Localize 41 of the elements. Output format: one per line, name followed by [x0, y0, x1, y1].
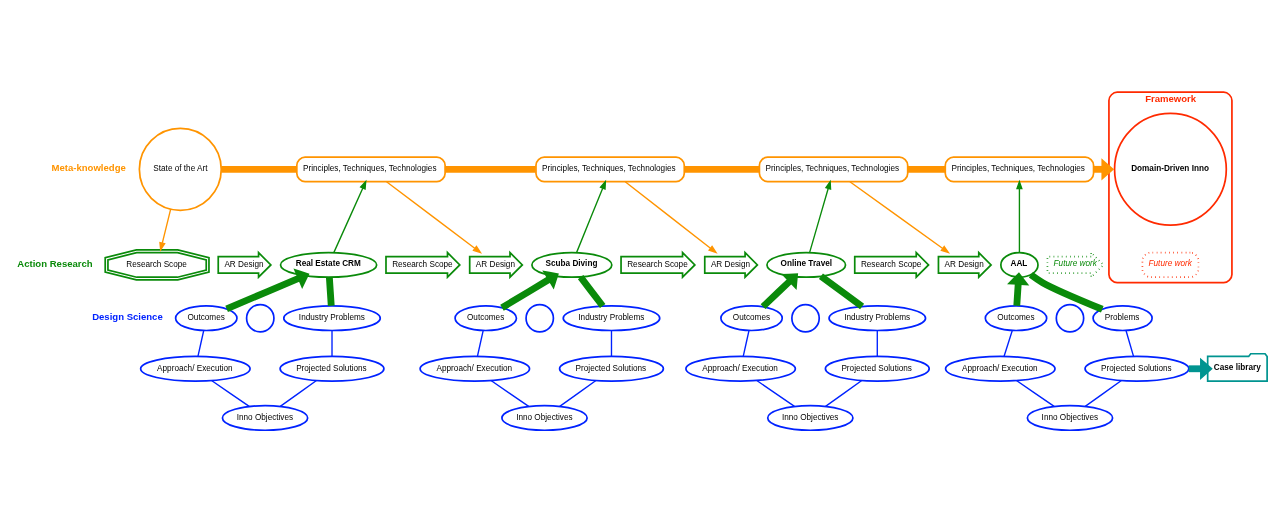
connector — [197, 329, 205, 357]
connector — [279, 379, 318, 408]
connector — [559, 379, 597, 408]
connector — [221, 165, 297, 173]
connector — [490, 379, 530, 408]
arrow — [808, 179, 832, 254]
connector — [742, 329, 750, 357]
connector — [577, 275, 606, 309]
arrow — [760, 273, 799, 310]
connector — [818, 273, 865, 310]
connector — [1028, 272, 1104, 313]
connector — [325, 277, 335, 306]
connector — [610, 329, 613, 357]
connector — [1015, 379, 1055, 408]
arrow — [333, 179, 367, 254]
arrow — [159, 208, 172, 252]
connector — [824, 379, 863, 408]
arrow — [1016, 179, 1023, 253]
arrow — [575, 179, 607, 254]
arrow — [624, 181, 718, 254]
connector — [907, 165, 946, 173]
label: Action Research — [17, 257, 93, 269]
connector — [756, 379, 796, 408]
label: Meta-knowledge — [51, 162, 126, 174]
arrow — [1007, 272, 1030, 306]
node-circle — [1055, 303, 1085, 333]
node-circle — [245, 303, 275, 333]
connector — [445, 165, 536, 173]
arrow — [849, 181, 951, 254]
connector — [1125, 329, 1135, 357]
connector — [476, 329, 484, 357]
arrow — [385, 181, 483, 254]
connector — [684, 165, 760, 173]
connector — [1003, 329, 1013, 357]
connector — [331, 329, 333, 357]
node-circle — [791, 303, 821, 333]
label: Design Science — [92, 311, 163, 323]
node-circle — [525, 303, 555, 333]
connector — [210, 379, 250, 408]
connector — [876, 329, 878, 357]
connector — [1084, 379, 1123, 408]
